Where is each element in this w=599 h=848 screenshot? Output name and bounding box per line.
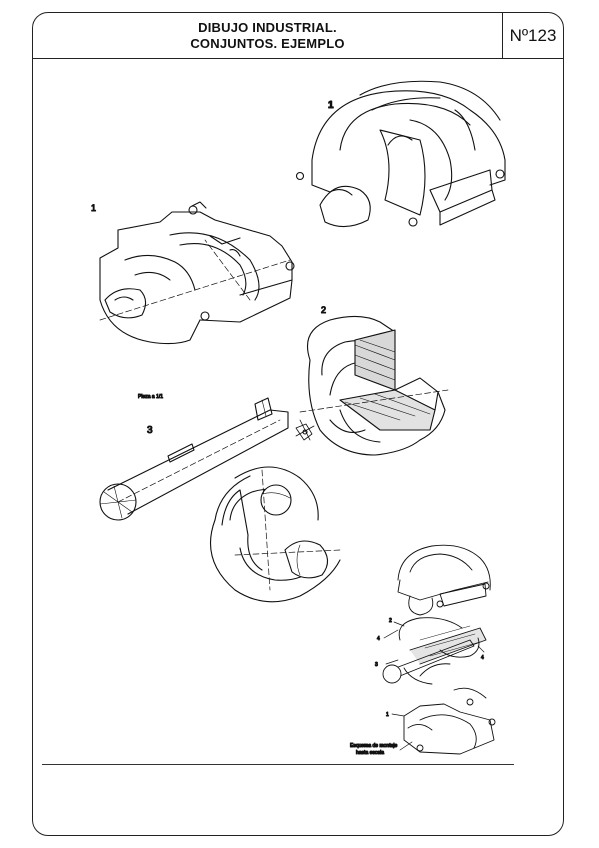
- top-cover-number: 1: [328, 100, 334, 111]
- title-line-1: DIBUJO INDUSTRIAL.: [198, 19, 337, 35]
- assembly-label-4a: 4: [377, 636, 380, 642]
- hub-part: [299, 315, 449, 456]
- shaft-scale-note: Pieza a 1/1: [138, 394, 163, 400]
- top-cover-part: [295, 80, 506, 228]
- assembly-label-1: 1: [386, 712, 389, 718]
- assembly-caption-line-2: hasta escala: [356, 750, 384, 756]
- shaft-number: 3: [147, 425, 153, 436]
- assembly-caption-line-1: Esquema de montaje: [350, 743, 397, 749]
- title-block: DIBUJO INDUSTRIAL. CONJUNTOS. EJEMPLO: [33, 13, 503, 59]
- assembly-sketch: [382, 544, 496, 755]
- assembly-label-4b: 4: [481, 655, 484, 661]
- assembly-label-3: 3: [375, 662, 378, 668]
- hub-number: 2: [321, 305, 326, 315]
- shaft-part: [99, 397, 315, 521]
- sheet-number: Nº123: [503, 13, 563, 59]
- bottom-rule: [42, 764, 514, 765]
- drawing-sheet: DIBUJO INDUSTRIAL. CONJUNTOS. EJEMPLO Nº…: [32, 12, 564, 836]
- bearing-ring-part: [209, 466, 341, 603]
- assembly-label-2: 2: [389, 618, 392, 624]
- base-number: 1: [91, 203, 96, 213]
- base-part: [99, 201, 295, 345]
- title-line-2: CONJUNTOS. EJEMPLO: [190, 35, 345, 51]
